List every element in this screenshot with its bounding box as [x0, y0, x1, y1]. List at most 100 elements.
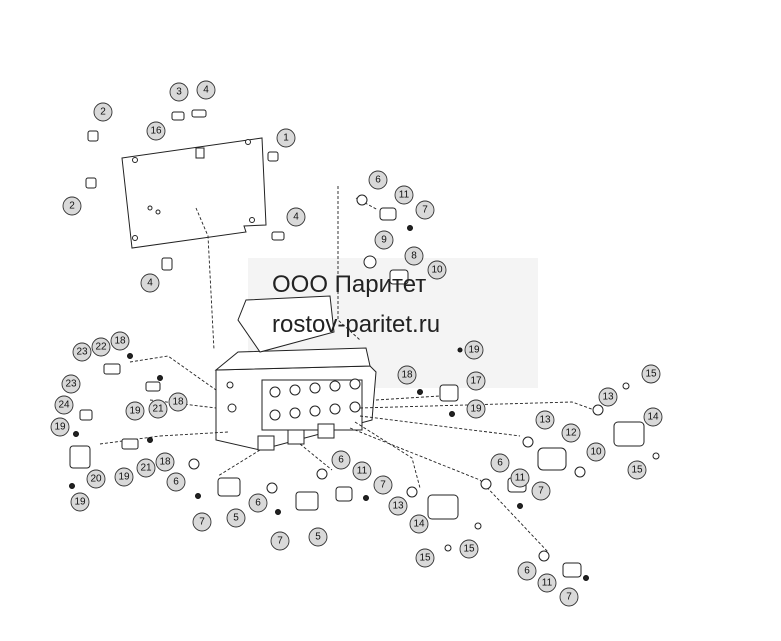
- callout-circle: [368, 170, 388, 190]
- callout-circle: [114, 467, 134, 487]
- valve-block: [214, 295, 377, 451]
- callout-11: 11: [352, 461, 372, 481]
- callout-number: 4: [147, 278, 153, 289]
- callout-number: 21: [152, 404, 164, 415]
- callout-11: 11: [394, 185, 414, 205]
- callout-number: 15: [463, 544, 475, 555]
- callout-number: 5: [233, 513, 239, 524]
- callout-number: 2: [69, 201, 75, 212]
- callout-circle: [490, 453, 510, 473]
- callout-10: 10: [586, 442, 606, 462]
- callout-number: 18: [114, 336, 126, 347]
- callout-number: 21: [140, 463, 152, 474]
- callout-15: 15: [415, 548, 435, 568]
- callout-number: 7: [380, 480, 386, 491]
- callout-circle: [352, 461, 372, 481]
- callout-circle: [62, 196, 82, 216]
- callout-number: 7: [277, 536, 283, 547]
- callout-11: 11: [510, 468, 530, 488]
- callout-20: 20: [86, 469, 106, 489]
- callout-number: 23: [76, 347, 88, 358]
- callout-circle: [140, 273, 160, 293]
- callout-number: 10: [431, 265, 443, 276]
- callout-number: 15: [631, 465, 643, 476]
- callout-number: 7: [199, 517, 205, 528]
- callout-circle: [308, 527, 328, 547]
- callout-number: 19: [129, 406, 141, 417]
- callout-7: 7: [531, 481, 551, 501]
- callout-number: 6: [524, 566, 530, 577]
- callout-number: 19: [74, 497, 86, 508]
- callout-circle: [464, 340, 484, 360]
- callout-number: 19: [468, 345, 480, 356]
- callout-number: 20: [90, 474, 102, 485]
- callout-circle: [286, 207, 306, 227]
- callout-7: 7: [270, 531, 290, 551]
- callout-circle: [72, 342, 92, 362]
- callout-circle: [373, 475, 393, 495]
- callout-6: 6: [517, 561, 537, 581]
- callout-15: 15: [641, 364, 661, 384]
- callout-19: 19: [464, 340, 484, 360]
- callout-circle: [331, 450, 351, 470]
- callout-13: 13: [598, 387, 618, 407]
- callout-number: 19: [54, 422, 66, 433]
- plate-fasteners: [85, 109, 285, 271]
- callout-number: 11: [399, 190, 410, 201]
- callout-number: 7: [566, 592, 572, 603]
- callout-18: 18: [155, 452, 175, 472]
- callout-circle: [397, 365, 417, 385]
- callout-number: 24: [58, 400, 70, 411]
- callout-7: 7: [192, 512, 212, 532]
- callout-circle: [537, 573, 557, 593]
- callout-11: 11: [537, 573, 557, 593]
- callout-number: 13: [392, 501, 404, 512]
- callout-12: 12: [561, 423, 581, 443]
- callout-circle: [466, 399, 486, 419]
- callout-number: 15: [419, 553, 431, 564]
- callout-7: 7: [373, 475, 393, 495]
- callout-circle: [415, 200, 435, 220]
- callout-number: 13: [539, 415, 551, 426]
- callout-number: 12: [565, 428, 577, 439]
- callout-4: 4: [286, 207, 306, 227]
- callout-7: 7: [415, 200, 435, 220]
- callout-number: 4: [293, 212, 299, 223]
- callout-19: 19: [466, 399, 486, 419]
- callout-6: 6: [368, 170, 388, 190]
- callout-circle: [427, 260, 447, 280]
- callout-14: 14: [409, 514, 429, 534]
- callout-number: 19: [118, 472, 130, 483]
- callout-number: 23: [65, 379, 77, 390]
- callout-3: 3: [169, 82, 189, 102]
- watermark-website: rostov-paritet.ru: [272, 311, 441, 338]
- callout-6: 6: [331, 450, 351, 470]
- callout-5: 5: [308, 527, 328, 547]
- callout-number: 7: [422, 205, 428, 216]
- callout-circle: [535, 410, 555, 430]
- callout-13: 13: [535, 410, 555, 430]
- callout-19: 19: [70, 492, 90, 512]
- callout-circle: [641, 364, 661, 384]
- callout-number: 3: [176, 87, 182, 98]
- callout-circle: [517, 561, 537, 581]
- watermark-company: ООО Паритет: [272, 271, 427, 298]
- callout-number: 16: [150, 126, 162, 137]
- callout-number: 11: [542, 578, 553, 589]
- callout-number: 11: [515, 473, 526, 484]
- callout-circle: [146, 121, 166, 141]
- callout-circle: [643, 407, 663, 427]
- callout-number: 11: [357, 466, 368, 477]
- callout-number: 8: [411, 251, 417, 262]
- callout-number: 1: [283, 133, 289, 144]
- callout-circle: [192, 512, 212, 532]
- callout-number: 5: [315, 532, 321, 543]
- callout-19: 19: [114, 467, 134, 487]
- callout-number: 6: [497, 458, 503, 469]
- callout-circle: [168, 392, 188, 412]
- callout-circle: [627, 460, 647, 480]
- callout-circle: [388, 496, 408, 516]
- callout-6: 6: [490, 453, 510, 473]
